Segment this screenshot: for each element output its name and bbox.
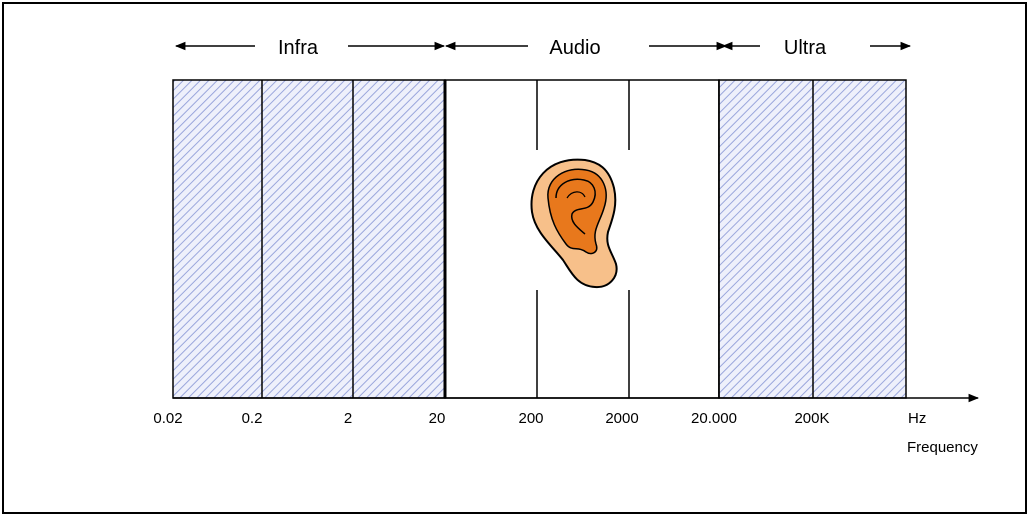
- tick-label: 200K: [794, 410, 829, 427]
- tick-label: 20.000: [691, 410, 737, 427]
- tick-label: 2: [344, 410, 352, 427]
- axis-caption: Frequency: [907, 439, 978, 456]
- band-label-ultra: Ultra: [784, 37, 827, 59]
- unit-label: Hz: [908, 410, 926, 427]
- tick-label: 2000: [605, 410, 638, 427]
- ear-icon: [530, 150, 636, 290]
- band-label-audio: Audio: [549, 37, 600, 59]
- tick-label: 0.2: [242, 410, 263, 427]
- band-label-infra: Infra: [278, 37, 319, 59]
- infra-region: [172, 79, 446, 399]
- tick-label: 20: [429, 410, 446, 427]
- tick-label: 200: [518, 410, 543, 427]
- audio-region: [444, 79, 720, 399]
- tick-label: 0.02: [153, 410, 182, 427]
